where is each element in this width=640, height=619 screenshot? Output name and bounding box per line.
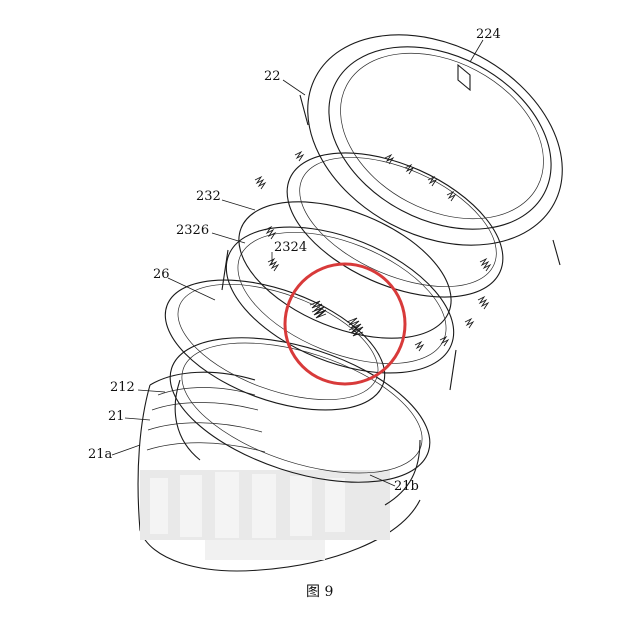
label-21b: 21b [394, 479, 419, 494]
ring-2326 [286, 152, 504, 298]
springs-group [254, 150, 492, 352]
label-224: 224 [476, 27, 501, 42]
label-212: 212 [110, 380, 135, 395]
highlighted-springs [309, 300, 364, 337]
label-2326: 2326 [176, 223, 209, 238]
label-232: 232 [196, 189, 221, 204]
label-21a: 21a [88, 447, 113, 462]
leader-lines [111, 39, 484, 487]
highlight-circle [283, 262, 407, 386]
ring-21b [169, 337, 431, 506]
figure-caption: 图 9 [306, 584, 333, 600]
label-21: 21 [108, 409, 125, 424]
top-ring-22 [299, 34, 563, 266]
label-2324: 2324 [274, 240, 307, 255]
base-part-21 [137, 371, 421, 572]
label-22: 22 [264, 69, 281, 84]
spring-ring-232 [221, 201, 457, 391]
label-26: 26 [153, 267, 170, 282]
